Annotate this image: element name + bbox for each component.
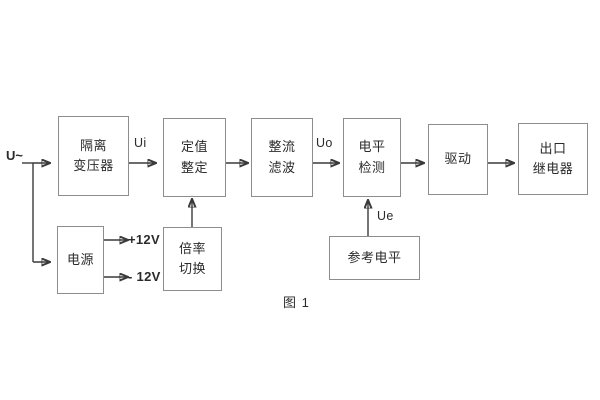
- block-level-detect-line-2: 检测: [358, 159, 386, 175]
- wire-input-branch: [22, 163, 50, 262]
- block-rectify-filter-line-2: 滤波: [268, 159, 296, 175]
- signal-label-uo: Uo: [316, 136, 333, 150]
- input-label: U~: [6, 148, 23, 163]
- block-power-supply[interactable]: 电源: [57, 226, 104, 294]
- block-rectify-filter[interactable]: 整流 滤波: [251, 118, 313, 197]
- block-drive-line-1: 驱动: [444, 151, 472, 167]
- rail-label-positive: +12V: [128, 232, 160, 247]
- block-output-relay-line-2: 继电器: [532, 161, 574, 176]
- block-reference-level-line-1: 参考电平: [347, 249, 402, 265]
- block-multiplier-switch-line-2: 切换: [178, 261, 206, 276]
- signal-label-ue: Ue: [377, 209, 394, 223]
- block-setting-value[interactable]: 定值 整定: [163, 118, 226, 197]
- block-power-supply-line-1: 电源: [66, 251, 94, 267]
- block-output-relay-line-1: 出口: [539, 140, 567, 156]
- block-isolation-transformer-line-1: 隔离: [79, 137, 107, 153]
- block-isolation-transformer-line-2: 变压器: [73, 158, 114, 173]
- figure-caption: 图 1: [283, 295, 310, 310]
- block-level-detect-line-1: 电平: [358, 139, 386, 155]
- block-level-detect[interactable]: 电平 检测: [343, 118, 401, 197]
- block-reference-level[interactable]: 参考电平: [329, 236, 420, 280]
- block-drive[interactable]: 驱动: [428, 124, 488, 195]
- rail-label-negative: - 12V: [128, 269, 161, 284]
- block-setting-value-line-2: 整定: [180, 159, 208, 175]
- block-multiplier-switch[interactable]: 倍率 切换: [163, 227, 222, 291]
- signal-label-ui: Ui: [134, 136, 147, 150]
- block-output-relay[interactable]: 出口 继电器: [518, 123, 588, 195]
- block-multiplier-switch-line-1: 倍率: [178, 240, 206, 256]
- block-setting-value-line-1: 定值: [180, 139, 208, 155]
- block-rectify-filter-line-1: 整流: [268, 139, 296, 155]
- block-isolation-transformer[interactable]: 隔离 变压器: [58, 116, 129, 196]
